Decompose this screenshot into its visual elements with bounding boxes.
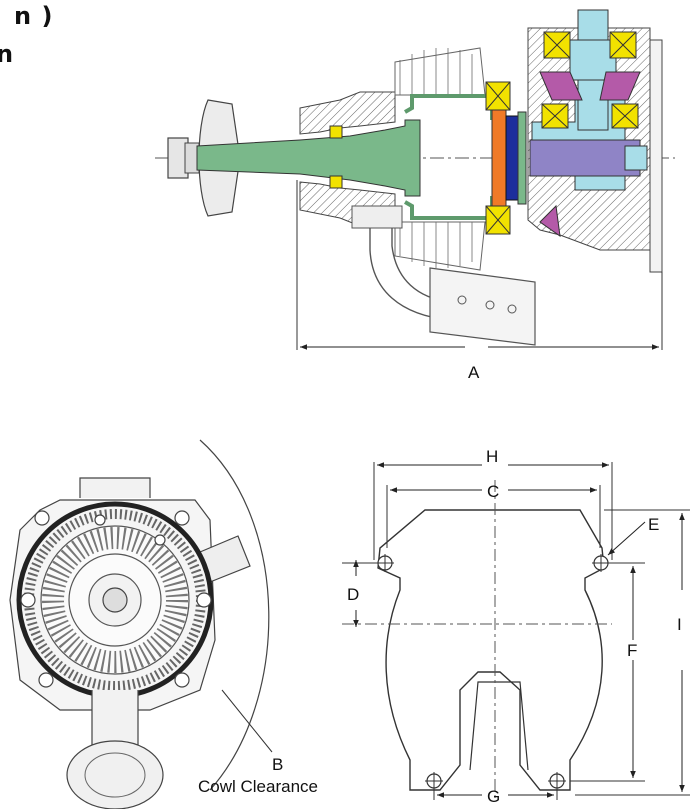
drive-shaft — [196, 119, 421, 197]
back-plate — [649, 39, 663, 273]
dimension-label-E: E — [648, 515, 659, 534]
seal-lower — [329, 175, 343, 189]
orange-seal — [491, 109, 507, 207]
fan-blades — [42, 527, 188, 673]
cowl-clearance-arc — [199, 439, 270, 791]
clutch-disc — [505, 115, 519, 201]
mounting-flange — [377, 509, 605, 791]
end-view: B Cowl Clearance — [9, 439, 318, 809]
tube-end — [66, 740, 164, 809]
dimension-label-D: D — [347, 585, 359, 604]
dimension-label-A: A — [468, 363, 480, 382]
dimension-label-F: F — [627, 641, 637, 660]
bevel-gear-right — [599, 71, 641, 101]
section-view: A — [155, 9, 675, 382]
bevel-gear-left — [539, 71, 583, 101]
mounting-lugs — [20, 510, 212, 688]
mount-view: H C E D F I — [342, 447, 690, 806]
label-B: B — [272, 755, 283, 774]
dimension-label-C: C — [487, 482, 499, 501]
seal-upper — [329, 125, 343, 139]
dimension-label-H: H — [486, 447, 498, 466]
purple-shaft — [529, 139, 641, 177]
header-fragment-1: n ) — [14, 2, 54, 30]
cowl-clearance-caption: Cowl Clearance — [198, 777, 318, 796]
header-fragment-2: n — [0, 40, 15, 68]
tube-end-fitting — [429, 267, 536, 346]
dimension-label-I: I — [677, 615, 682, 634]
dimension-label-G: G — [487, 787, 500, 806]
